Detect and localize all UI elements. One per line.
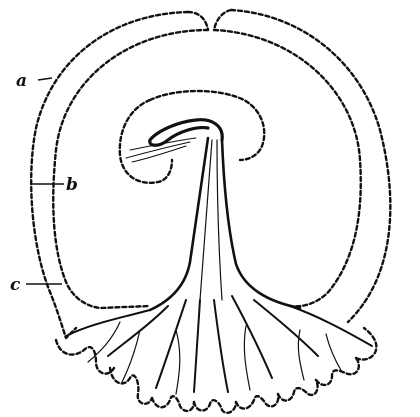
label-a: a bbox=[16, 71, 27, 91]
stalk-inner-1 bbox=[200, 140, 212, 300]
outer-membrane bbox=[31, 10, 390, 338]
stalk-inner-2 bbox=[217, 140, 222, 300]
label-c: c bbox=[10, 275, 21, 295]
head-sac bbox=[120, 91, 264, 183]
label-b: b bbox=[66, 175, 78, 195]
head-fibers bbox=[126, 138, 196, 162]
label-a-leader bbox=[38, 78, 52, 80]
opening-right-edge bbox=[214, 10, 231, 30]
stalk-left bbox=[150, 138, 208, 310]
stalk-right bbox=[222, 140, 300, 308]
opening-left-edge bbox=[188, 12, 208, 30]
inner-membrane bbox=[53, 30, 361, 308]
vessel-tree bbox=[66, 296, 372, 394]
